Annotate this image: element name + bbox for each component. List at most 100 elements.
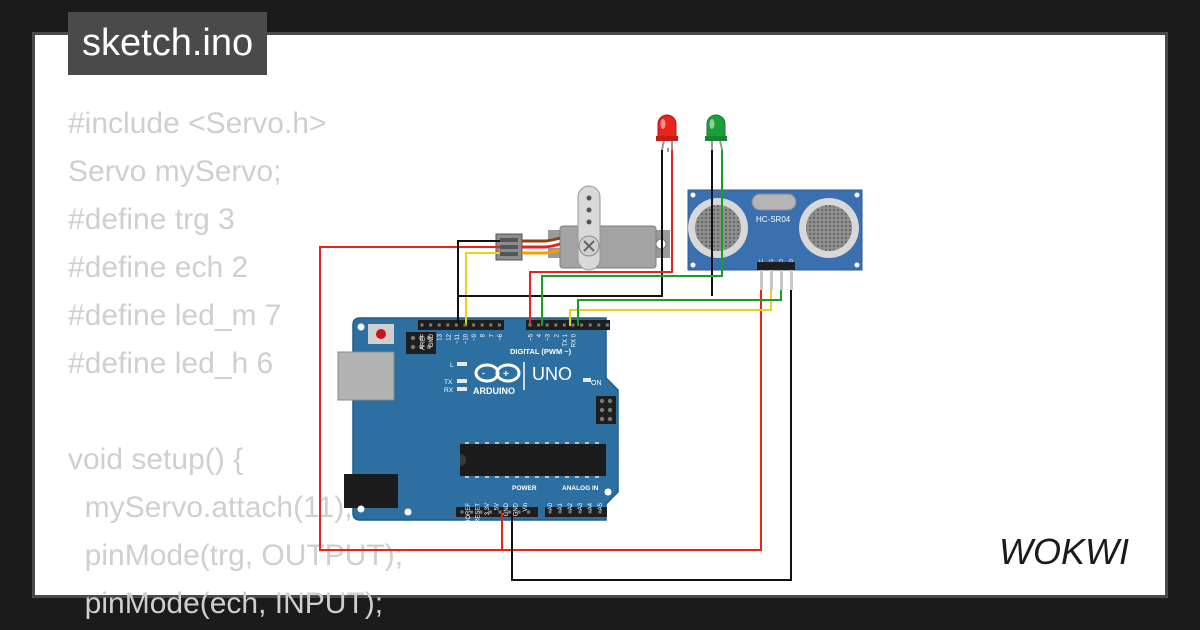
led-rx-label: RX	[444, 387, 454, 394]
chip-pin	[545, 442, 549, 444]
header-pin[interactable]	[558, 510, 562, 514]
header-pin[interactable]	[578, 510, 582, 514]
header-pin[interactable]	[470, 510, 473, 514]
wire-red-servo-power	[319, 246, 503, 551]
power-pin-label: IOREF	[466, 503, 472, 522]
wire-yellow-servo-signal	[465, 252, 500, 326]
header-pin[interactable]	[480, 323, 484, 327]
chip-pin	[595, 476, 599, 478]
digital-pin-label: 4	[537, 333, 543, 337]
analog-pin-label: A1	[558, 502, 564, 510]
arduino-infinity-logo	[474, 363, 521, 383]
header-pin[interactable]	[580, 323, 584, 327]
header-pin[interactable]	[437, 323, 441, 327]
wire-red-led-anode	[529, 150, 673, 326]
header-pin[interactable]	[588, 323, 592, 327]
header-pin[interactable]	[528, 323, 532, 327]
chip-pin	[465, 442, 469, 444]
code-line: #define ech 2	[68, 251, 249, 284]
chip-pin	[555, 442, 559, 444]
header-pin[interactable]	[571, 323, 575, 327]
header-pin[interactable]	[562, 323, 566, 327]
code-line: #define led_h 6	[68, 347, 274, 380]
header-pin[interactable]	[527, 510, 530, 514]
led-l-label: L	[450, 362, 454, 369]
wire-gnd	[511, 290, 792, 581]
code-line: myServo.attach(11);	[68, 491, 353, 524]
header-pin[interactable]	[588, 510, 592, 514]
header-pin[interactable]	[429, 323, 433, 327]
digital-pin-label: 12	[446, 333, 452, 340]
analog-header	[545, 507, 607, 517]
header-pin[interactable]	[554, 323, 558, 327]
header-pin[interactable]	[497, 323, 501, 327]
header-pin[interactable]	[537, 323, 541, 327]
header-pin[interactable]	[498, 510, 502, 514]
header-pin[interactable]	[548, 510, 552, 514]
chip-pin	[485, 476, 489, 478]
digital-pin-label: ~11	[455, 333, 461, 343]
green-led[interactable]	[705, 114, 727, 151]
servo-cable	[522, 236, 561, 255]
header-pin[interactable]	[489, 323, 493, 327]
power-label: POWER	[512, 485, 537, 492]
wire-echo	[577, 290, 782, 326]
header-pin[interactable]	[508, 510, 511, 514]
digital-pin-label: 2	[554, 333, 560, 337]
header-pin[interactable]	[446, 323, 450, 327]
analog-pin-label: A2	[568, 502, 574, 510]
header-pin[interactable]	[460, 510, 464, 514]
chip-pin	[575, 476, 579, 478]
code-line: #define led_m 7	[68, 299, 282, 332]
chip-pin	[585, 442, 589, 444]
header-pin[interactable]	[598, 510, 602, 514]
code-line: pinMode(trg, OUTPUT);	[68, 539, 404, 572]
chip-pin	[595, 442, 599, 444]
digital-pin-label: 7	[489, 333, 495, 337]
power-pin-label: Vin	[523, 503, 529, 512]
crystal	[751, 193, 797, 211]
analog-pin-label: A5	[598, 502, 604, 510]
header-pin[interactable]	[420, 323, 424, 327]
led-on-label: ON	[591, 380, 602, 387]
led-on	[583, 378, 591, 382]
digital-pin-label: ~10	[464, 333, 470, 344]
file-tab[interactable]: sketch.ino	[68, 12, 268, 75]
header-pin[interactable]	[472, 323, 476, 327]
header-pin[interactable]	[568, 510, 572, 514]
code-line: void setup() {	[68, 443, 244, 476]
led-tx	[457, 379, 467, 383]
digital-header-label: DIGITAL (PWM ~)	[510, 347, 572, 356]
chip-pin	[575, 442, 579, 444]
red-led[interactable]	[656, 114, 678, 152]
code-line: pinMode(ech, INPUT);	[68, 587, 384, 620]
header-pin[interactable]	[489, 510, 492, 514]
header-pin[interactable]	[517, 510, 521, 514]
code-line: #include <Servo.h>	[68, 107, 327, 140]
chip-pin	[565, 476, 569, 478]
header-pin[interactable]	[545, 323, 549, 327]
power-pin-label: GND	[504, 502, 510, 516]
wire-vcc	[502, 290, 762, 551]
led-tx-label: TX	[444, 379, 453, 386]
header-pin[interactable]	[597, 323, 601, 327]
header-pin[interactable]	[605, 323, 609, 327]
header-pin[interactable]	[479, 510, 483, 514]
chip-pin	[485, 442, 489, 444]
digital-pin-label: ~3	[546, 333, 552, 341]
wire-green-led-anode	[541, 150, 723, 326]
chip-pin	[525, 442, 529, 444]
servo-motor[interactable]	[548, 185, 670, 271]
power-pin-label: 3.3V	[485, 503, 491, 515]
digital-pin-label: TX 1	[563, 333, 569, 346]
header-pin[interactable]	[454, 323, 458, 327]
analog-label: ANALOG IN	[562, 485, 599, 492]
ultrasonic-sensor[interactable]: HC-SR04 VCCTRIGECHOGND	[687, 189, 863, 290]
header-pin[interactable]	[463, 323, 467, 327]
plus-glyph: +	[503, 369, 509, 380]
chip-pin	[535, 476, 539, 478]
wire-red-led-cathode	[457, 150, 663, 326]
